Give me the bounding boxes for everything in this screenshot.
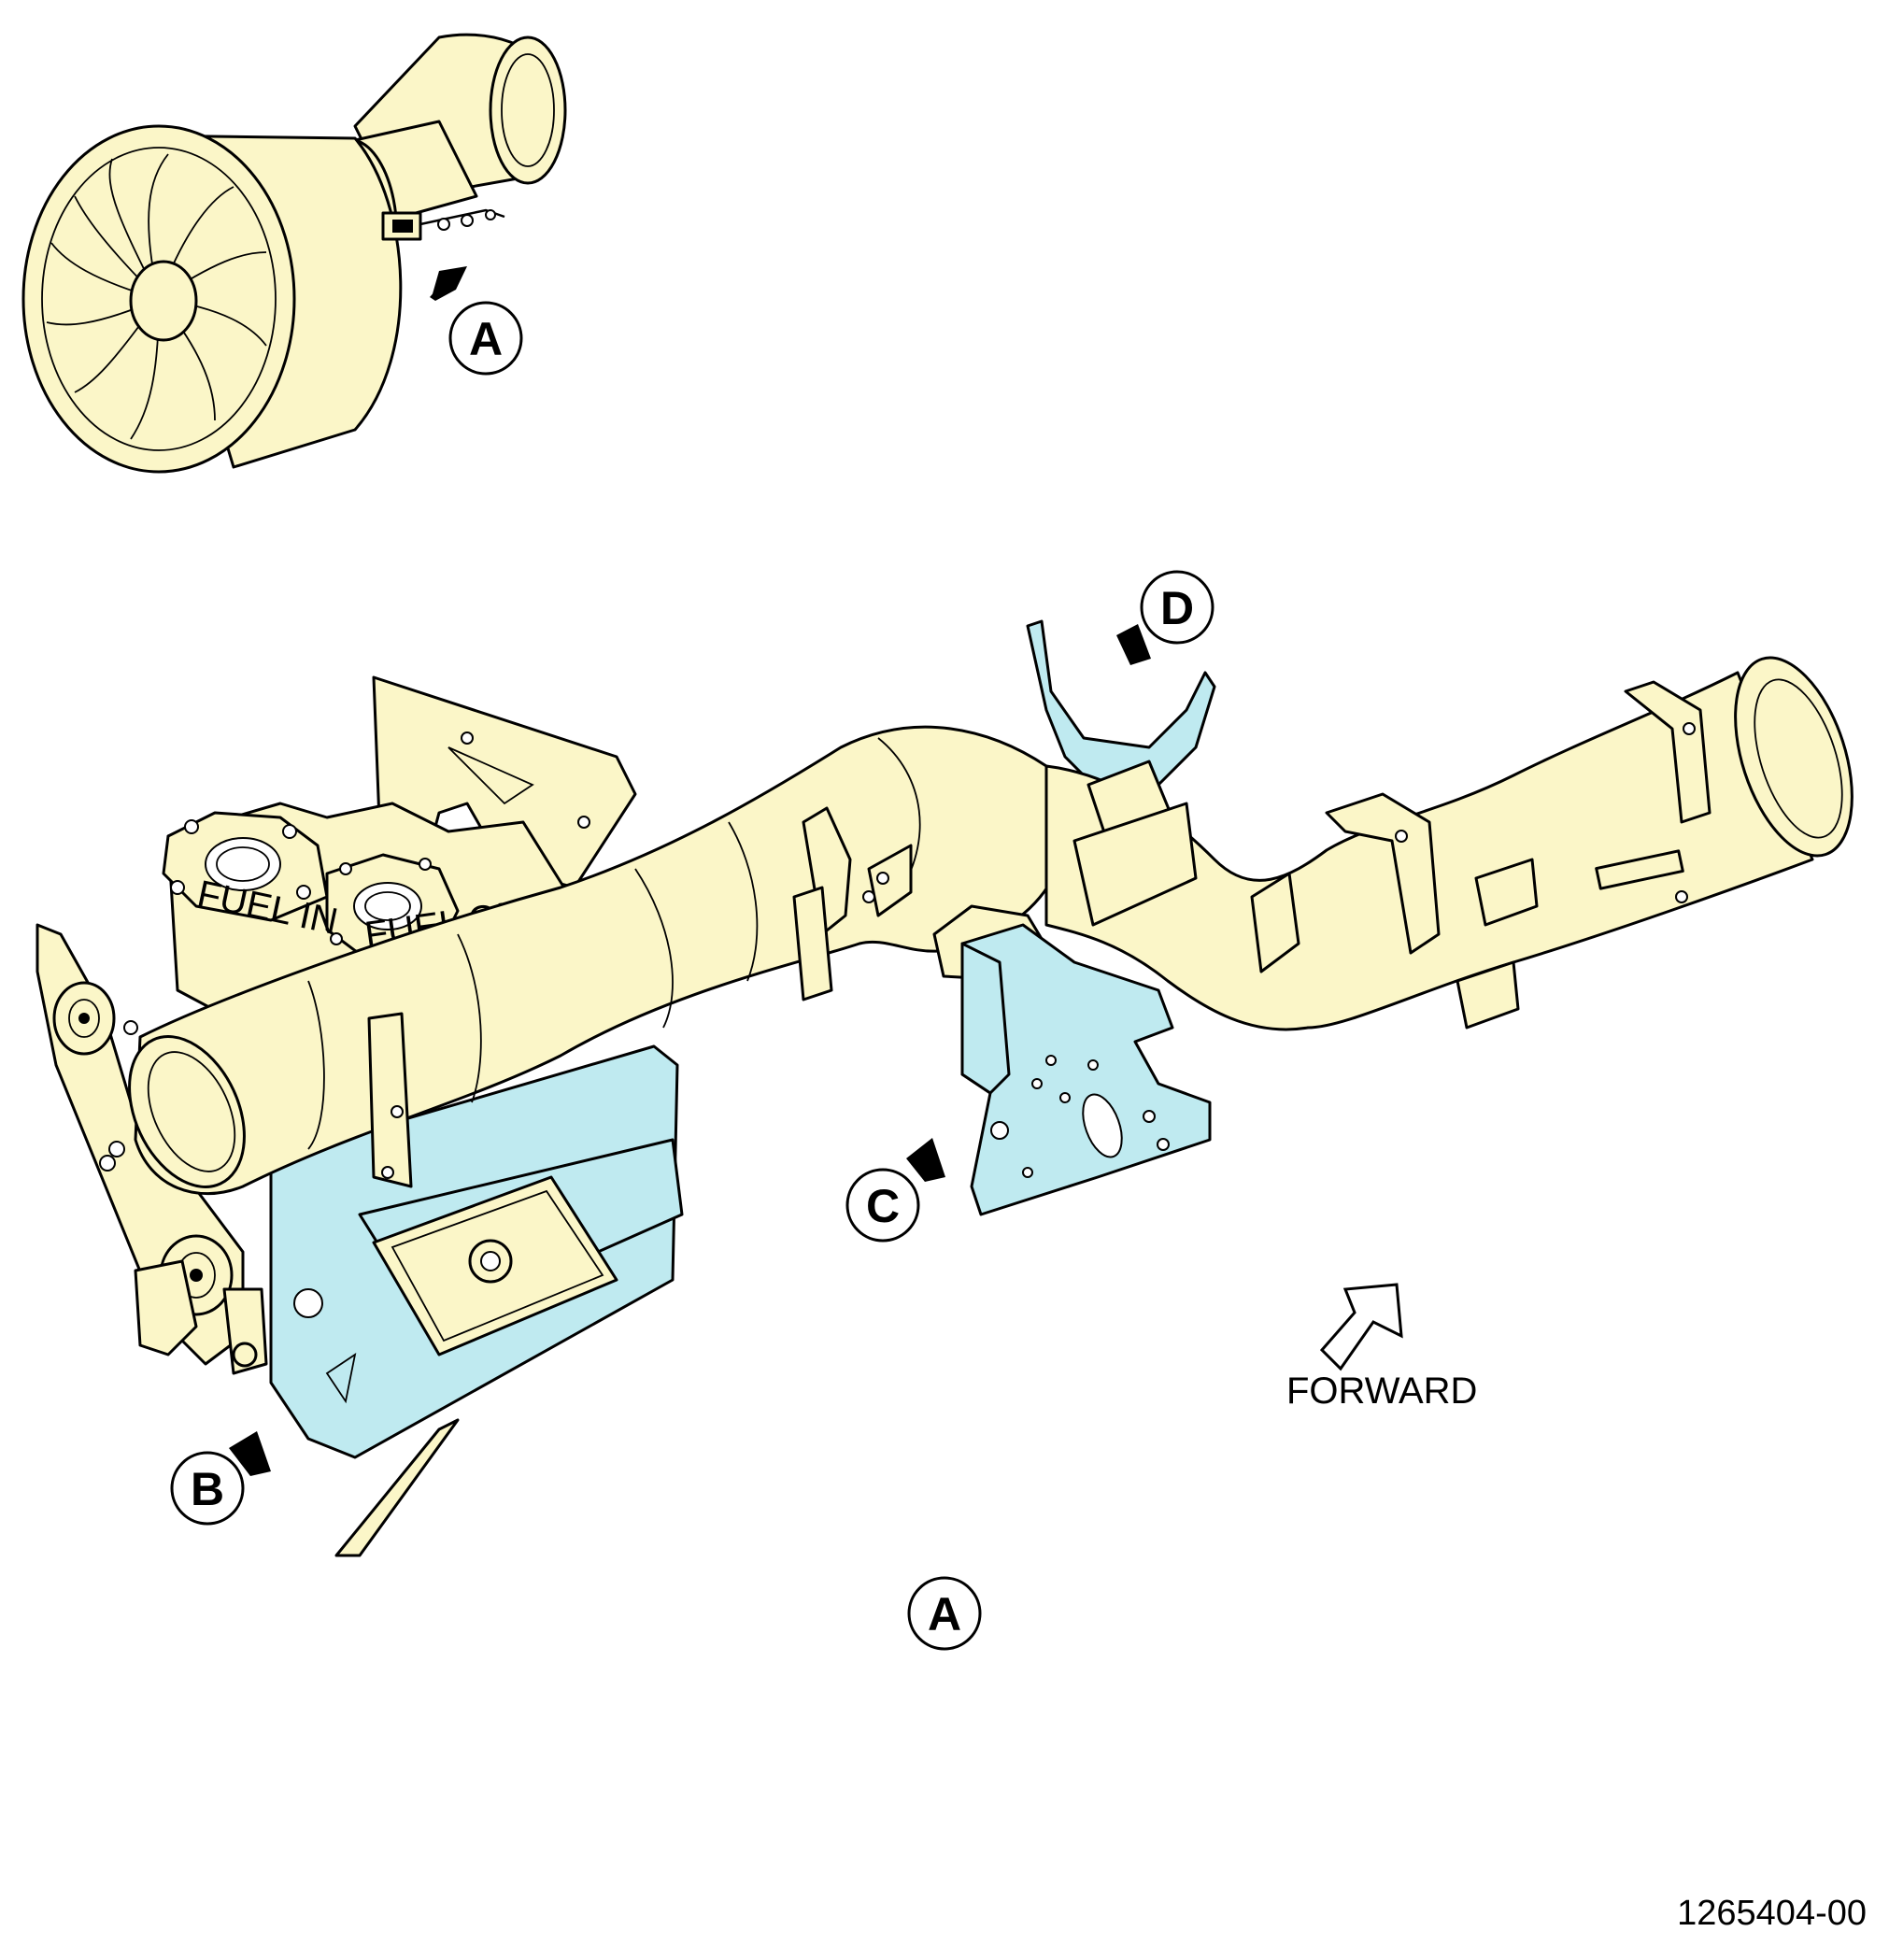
callout-b: B bbox=[170, 1431, 271, 1526]
callout-d-label: D bbox=[1160, 582, 1194, 634]
callout-d: D bbox=[1116, 570, 1214, 665]
callout-c: C bbox=[845, 1138, 945, 1243]
forward-arrow-icon bbox=[1319, 1283, 1403, 1371]
callout-b-label: B bbox=[191, 1463, 224, 1515]
callout-a-view: A bbox=[907, 1576, 982, 1651]
arrow-to-a-icon bbox=[430, 266, 467, 301]
callout-a-top-label: A bbox=[469, 313, 503, 365]
arrow-to-b-icon bbox=[229, 1431, 271, 1476]
arrow-to-d-icon bbox=[1116, 624, 1151, 665]
arrow-to-c-icon bbox=[906, 1138, 945, 1182]
callout-a-top: A bbox=[448, 301, 523, 376]
forward-indicator: FORWARD bbox=[1286, 1283, 1477, 1412]
forward-label: FORWARD bbox=[1286, 1371, 1477, 1412]
callout-c-label: C bbox=[866, 1180, 900, 1232]
engine-overview bbox=[21, 33, 567, 474]
fuel-tube-assembly: FUEL IN FUEL OUT bbox=[36, 619, 1853, 1557]
callout-a-view-label: A bbox=[928, 1588, 961, 1640]
figure-id: 1265404-00 bbox=[1677, 1894, 1867, 1933]
fuel-module-mini bbox=[381, 208, 505, 241]
